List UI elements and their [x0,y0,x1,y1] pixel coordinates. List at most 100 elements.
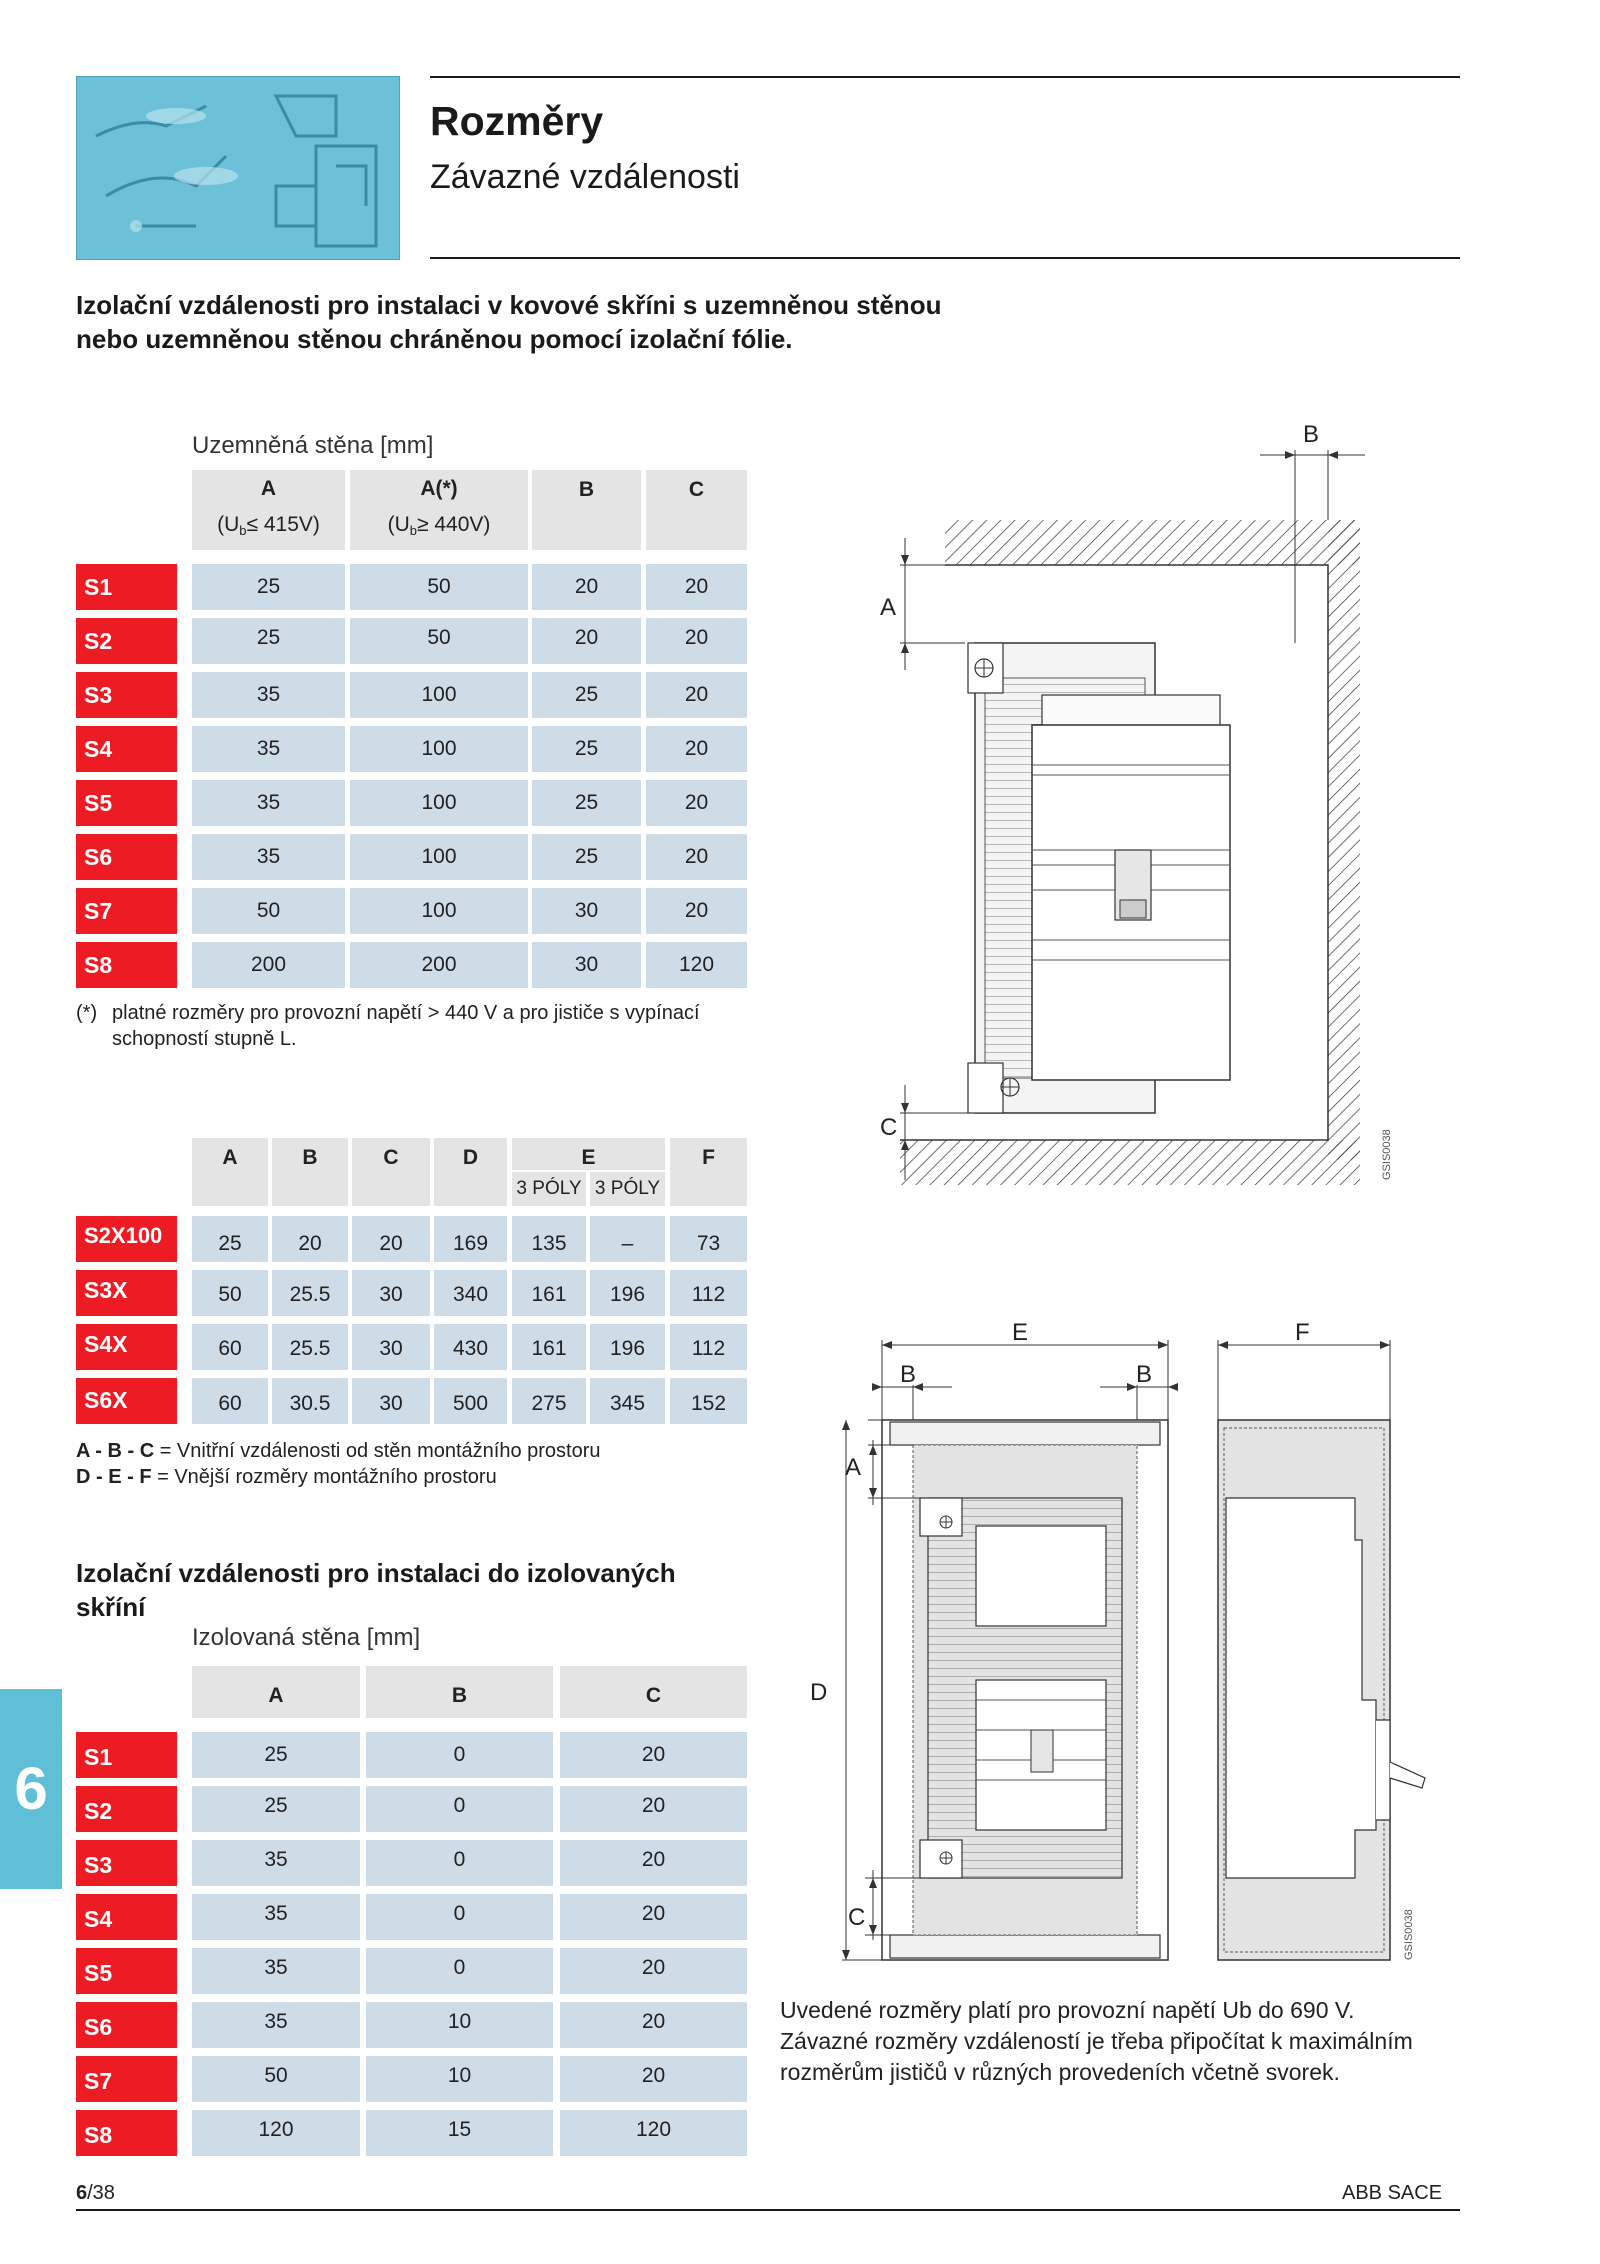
table1-row-label: S3 [76,672,177,718]
table3-cell: 120 [560,2110,747,2156]
drawing2-label-a: A [845,1454,861,1481]
table1-cell: 20 [646,564,747,610]
table2-cell: 500 [434,1378,507,1424]
footnote-text: platné rozměry pro provozní napětí > 440… [112,1000,700,1052]
footnote-mark: (*) [76,1002,98,1024]
table1-header-c: C [646,470,747,550]
table3-row-label: S2 [76,1786,177,1832]
table3-row-label: S8 [76,2110,177,2156]
table2-cell: 161 [512,1324,586,1370]
table3-row-label: S6 [76,2002,177,2048]
table1-header-astar-voltage: (Ub≥ 440V) [387,513,491,538]
table1-cell: 20 [646,834,747,880]
legend-line2: D - E - F = Vnější rozměry montážního pr… [76,1466,497,1488]
table1-cell: 35 [192,780,345,826]
table1-row-label: S2 [76,618,177,664]
table1-caption: Uzemněná stěna [mm] [192,432,434,459]
table1-row-label: S8 [76,942,177,988]
table1-cell: 35 [192,672,345,718]
table2-header-b: B [272,1138,348,1206]
table2-cell: 60 [192,1324,268,1370]
table2-cell: 196 [590,1324,665,1370]
table2-cell: 30 [352,1324,430,1370]
table2-header-c: C [352,1138,430,1206]
table3-cell: 0 [366,1948,553,1994]
table2-header-d: D [434,1138,507,1206]
table2-cell: 25.5 [272,1270,348,1316]
table3-header-b: B [366,1666,553,1718]
table3-cell: 35 [192,1840,360,1886]
table1-header-a: A (Ub≤ 415V) [192,470,345,550]
table2-cell: 169 [434,1216,507,1262]
table3-cell: 25 [192,1786,360,1832]
table1-cell: 25 [192,564,345,610]
table1-header-astar-label: A(*) [420,477,458,500]
table1-row-label: S7 [76,888,177,934]
table1-cell: 20 [646,726,747,772]
note-line3: rozměrům jističů v různých provedeních v… [780,2059,1340,2085]
footer-rule [76,2209,1460,2211]
table3-cell: 10 [366,2002,553,2048]
table3-row-label: S1 [76,1732,177,1778]
table2-cell: – [590,1216,665,1262]
table3-row-label: S5 [76,1948,177,1994]
table1-header-a-label: A [260,477,277,500]
table2-cell: 112 [670,1324,747,1370]
table3-cell: 20 [560,1840,747,1886]
table1-cell: 20 [532,618,641,664]
table2-header-e-sub1: 3 PÓLY [512,1172,586,1206]
table3-caption: Izolovaná stěna [mm] [192,1624,421,1651]
table1-header-b: B [532,470,641,550]
table2-cell: 25.5 [272,1324,348,1370]
table1-cell: 200 [192,942,345,988]
table1-cell: 50 [350,564,528,610]
table1-row-label: S5 [76,780,177,826]
table1-cell: 100 [350,888,528,934]
table2-cell: 20 [272,1216,348,1262]
table2-cell: 50 [192,1270,268,1316]
drawing1-label-c: C [880,1114,897,1141]
table3-cell: 0 [366,1840,553,1886]
drawing2-label-d: D [810,1679,827,1706]
table2-header-e: E [512,1138,665,1170]
table3-cell: 25 [192,1732,360,1778]
table1-cell: 120 [646,942,747,988]
table2-cell: 30 [352,1378,430,1424]
table3-header-c: C [560,1666,747,1718]
table3-cell: 50 [192,2056,360,2102]
table3-row-label: S4 [76,1894,177,1940]
table2-legend: A - B - C = Vnitřní vzdálenosti od stěn … [76,1438,601,1490]
table3-cell: 0 [366,1786,553,1832]
table3-cell: 0 [366,1894,553,1940]
table1-cell: 20 [532,564,641,610]
table1-cell: 25 [192,618,345,664]
page-subtitle: Závazné vzdálenosti [430,158,740,196]
table2-row-label: S3X [76,1270,177,1316]
header-top-rule [430,76,1460,78]
table2-cell: 135 [512,1216,586,1262]
table2-cell: 60 [192,1378,268,1424]
table2-cell: 161 [512,1270,586,1316]
table1-cell: 100 [350,726,528,772]
table1-cell: 30 [532,888,641,934]
table3-cell: 35 [192,1948,360,1994]
table1-cell: 200 [350,942,528,988]
table1-cell: 20 [646,618,747,664]
legend-line1: A - B - C = Vnitřní vzdálenosti od stěn … [76,1440,601,1462]
section3-heading: Izolační vzdálenosti pro instalaci do iz… [76,1556,676,1624]
table2-cell: 30 [352,1270,430,1316]
note-line2: Závazné rozměry vzdáleností je třeba při… [780,2028,1413,2054]
table2-cell: 345 [590,1378,665,1424]
table3-cell: 120 [192,2110,360,2156]
table2-cell: 275 [512,1378,586,1424]
note-paragraph: Uvedené rozměry platí pro provozní napět… [780,1995,1413,2088]
footnote-line2: schopností stupně L. [112,1028,297,1050]
drawing2-label-c: C [848,1904,865,1931]
drawing2-label-e: E [1012,1319,1028,1346]
table3-cell: 20 [560,1786,747,1832]
table3-row-label: S3 [76,1840,177,1886]
table3-cell: 20 [560,1732,747,1778]
drawing2-label-f: F [1295,1319,1310,1346]
page-number: 6/38 [76,2182,115,2204]
table2-row-label: S2X100 [76,1216,177,1262]
